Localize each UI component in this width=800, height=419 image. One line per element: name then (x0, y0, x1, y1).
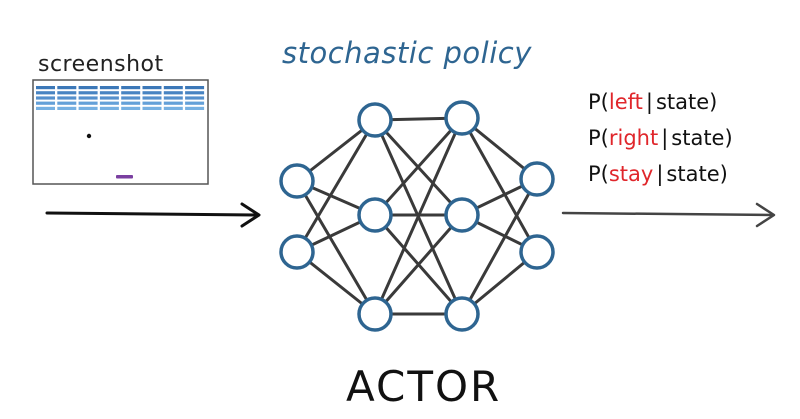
brick (142, 91, 162, 95)
brick (99, 96, 119, 100)
network-edges (295, 116, 539, 316)
prob-stay: P(stay|state) (588, 156, 733, 192)
brick (99, 106, 119, 110)
brick (57, 86, 77, 90)
prob-prefix: P( (588, 90, 609, 114)
brick (36, 101, 55, 105)
network-node-layer1-0 (357, 102, 393, 138)
brick (121, 91, 141, 95)
brick (163, 91, 183, 95)
network-edge (460, 116, 539, 254)
network-edge (295, 179, 377, 316)
brick (78, 91, 98, 95)
brick (163, 101, 183, 105)
brick (163, 86, 183, 90)
output-arrow-icon (561, 202, 776, 228)
network-edge (295, 118, 377, 254)
action-stay: stay (608, 162, 654, 186)
network-node-layer3-0 (519, 161, 555, 197)
prob-right: P(right|state) (588, 120, 733, 156)
network-edge (373, 116, 464, 217)
brick (121, 106, 141, 110)
brick (185, 91, 205, 95)
network-node-layer2-1 (444, 197, 480, 233)
network-node-layer1-2 (357, 296, 393, 332)
screenshot-label: screenshot (38, 52, 164, 77)
screenshot-frame (32, 79, 209, 185)
network-node-layer2-2 (444, 296, 480, 332)
brick (36, 96, 55, 100)
input-arrow-icon (45, 202, 261, 228)
brick (99, 86, 119, 90)
prob-left: P(left|state) (588, 84, 733, 120)
given-bar: | (661, 126, 669, 150)
brick (142, 106, 162, 110)
network-node-layer2-0 (444, 100, 480, 136)
network-edge (460, 177, 539, 316)
brick (121, 96, 141, 100)
brick (57, 96, 77, 100)
brick (78, 96, 98, 100)
brick (185, 86, 205, 90)
brick (78, 106, 98, 110)
brick (142, 101, 162, 105)
actor-label: ACTOR (346, 362, 502, 411)
brick-rows (36, 86, 205, 110)
network-nodes (279, 100, 555, 332)
brick (36, 91, 55, 95)
network-node-layer0-1 (279, 234, 315, 270)
brick (36, 106, 55, 110)
brick (142, 96, 162, 100)
brick (36, 86, 55, 90)
prob-condition: state) (666, 162, 728, 186)
prob-condition: state) (671, 126, 733, 150)
network-node-layer3-1 (519, 234, 555, 270)
paddle (116, 175, 133, 179)
network-edge (373, 116, 464, 316)
prob-prefix: P( (588, 126, 609, 150)
policy-title: stochastic policy (282, 36, 532, 70)
brick (185, 96, 205, 100)
brick (142, 86, 162, 90)
brick (121, 101, 141, 105)
prob-condition: state) (655, 90, 718, 114)
action-right: right (608, 126, 659, 150)
brick (78, 86, 98, 90)
brick (57, 101, 77, 105)
brick (57, 106, 77, 110)
given-bar: | (656, 162, 664, 186)
brick (185, 106, 205, 110)
network-edge (373, 213, 464, 316)
brick (57, 91, 77, 95)
given-bar: | (645, 90, 653, 114)
brick (99, 91, 119, 95)
action-probabilities: P(left|state) P(right|state) P(stay|stat… (588, 84, 733, 192)
brick (99, 101, 119, 105)
network-node-layer0-0 (279, 163, 315, 199)
brick (121, 86, 141, 90)
action-left: left (608, 90, 643, 114)
brick (163, 106, 183, 110)
brick (163, 96, 183, 100)
prob-prefix: P( (588, 162, 609, 186)
brick (185, 101, 205, 105)
brick (78, 101, 98, 105)
network-node-layer1-1 (357, 197, 393, 233)
game-screenshot-thumbnail (32, 79, 209, 185)
ball (86, 133, 92, 139)
